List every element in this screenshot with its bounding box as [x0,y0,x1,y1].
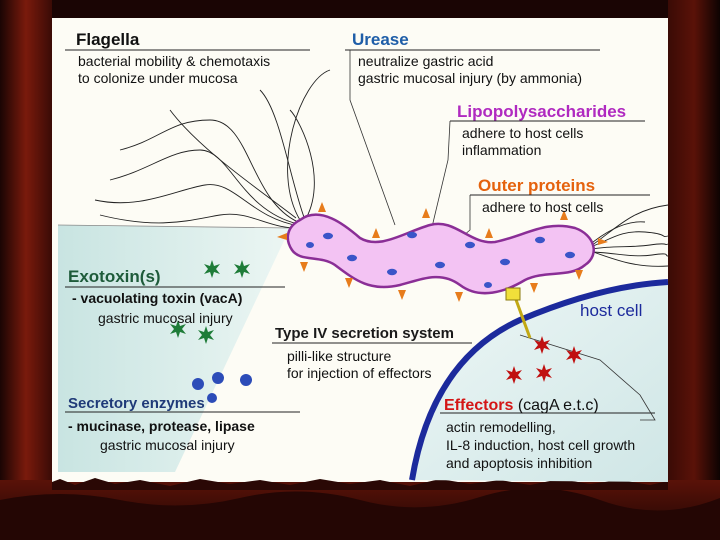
outer-proteins-spikes [277,202,608,302]
right-curtain [668,0,720,540]
urease-title: Urease [352,30,409,49]
flagella-right [587,204,669,267]
exotoxin-desc-line2: gastric mucosal injury [98,310,233,326]
effectors-desc-line2: IL-8 induction, host cell growth [446,437,636,453]
lps-desc-line1: adhere to host cells [462,125,584,141]
type-iv-pilus [505,287,532,339]
host-cell-membrane [409,279,669,481]
left-curtain [0,0,52,540]
lps-title: Lipopolysaccharides [457,102,627,121]
type-iv-desc-line2: for injection of effectors [287,365,432,381]
host-cell-body [412,282,668,482]
effectors-title-row: Effectors (cagA e.t.c) [444,398,599,414]
type-iv-desc-line1: pilli-like structure [287,348,392,364]
flagella-left [94,69,331,229]
host-cell-label: host cell [580,301,643,320]
secretory-enzymes-title: Secretory enzymes [68,395,205,412]
exotoxin-desc-line1: - vacuolating toxin (vacA) [72,290,243,306]
secretory-enzymes-desc-line2: gastric mucosal injury [100,437,235,453]
exotoxin-stars [170,260,250,344]
lps-desc-line2: inflammation [462,142,542,158]
outer-proteins-desc: adhere to host cells [482,199,604,215]
secretory-enzymes-desc-line1: - mucinase, protease, lipase [68,418,255,434]
effectors-desc-line3: and apoptosis inhibition [446,455,593,471]
heading-underlines [65,49,655,414]
urease-desc-line1: neutralize gastric acid [358,53,494,69]
bacterium [286,213,595,295]
effector-stars [506,336,582,384]
flagella-desc-line1: bacterial mobility & chemotaxis [78,53,271,69]
type-iv-title: Type IV secretion system [275,325,454,342]
urease-desc-line2: gastric mucosal injury (by ammonia) [358,70,583,86]
surface-proteins [306,231,575,288]
exotoxin-title: Exotoxin(s) [68,267,161,286]
effectors-title: Effectors [444,397,514,414]
enzyme-spheres [192,372,252,403]
outer-proteins-title: Outer proteins [478,176,596,195]
torn-edge [52,478,668,490]
effectors-title-suffix: (cagA e.t.c) [517,397,599,414]
effectors-desc-line1: actin remodelling, [446,419,556,435]
flagella-title: Flagella [76,30,140,49]
flagella-desc-line2: to colonize under mucosa [78,70,238,86]
